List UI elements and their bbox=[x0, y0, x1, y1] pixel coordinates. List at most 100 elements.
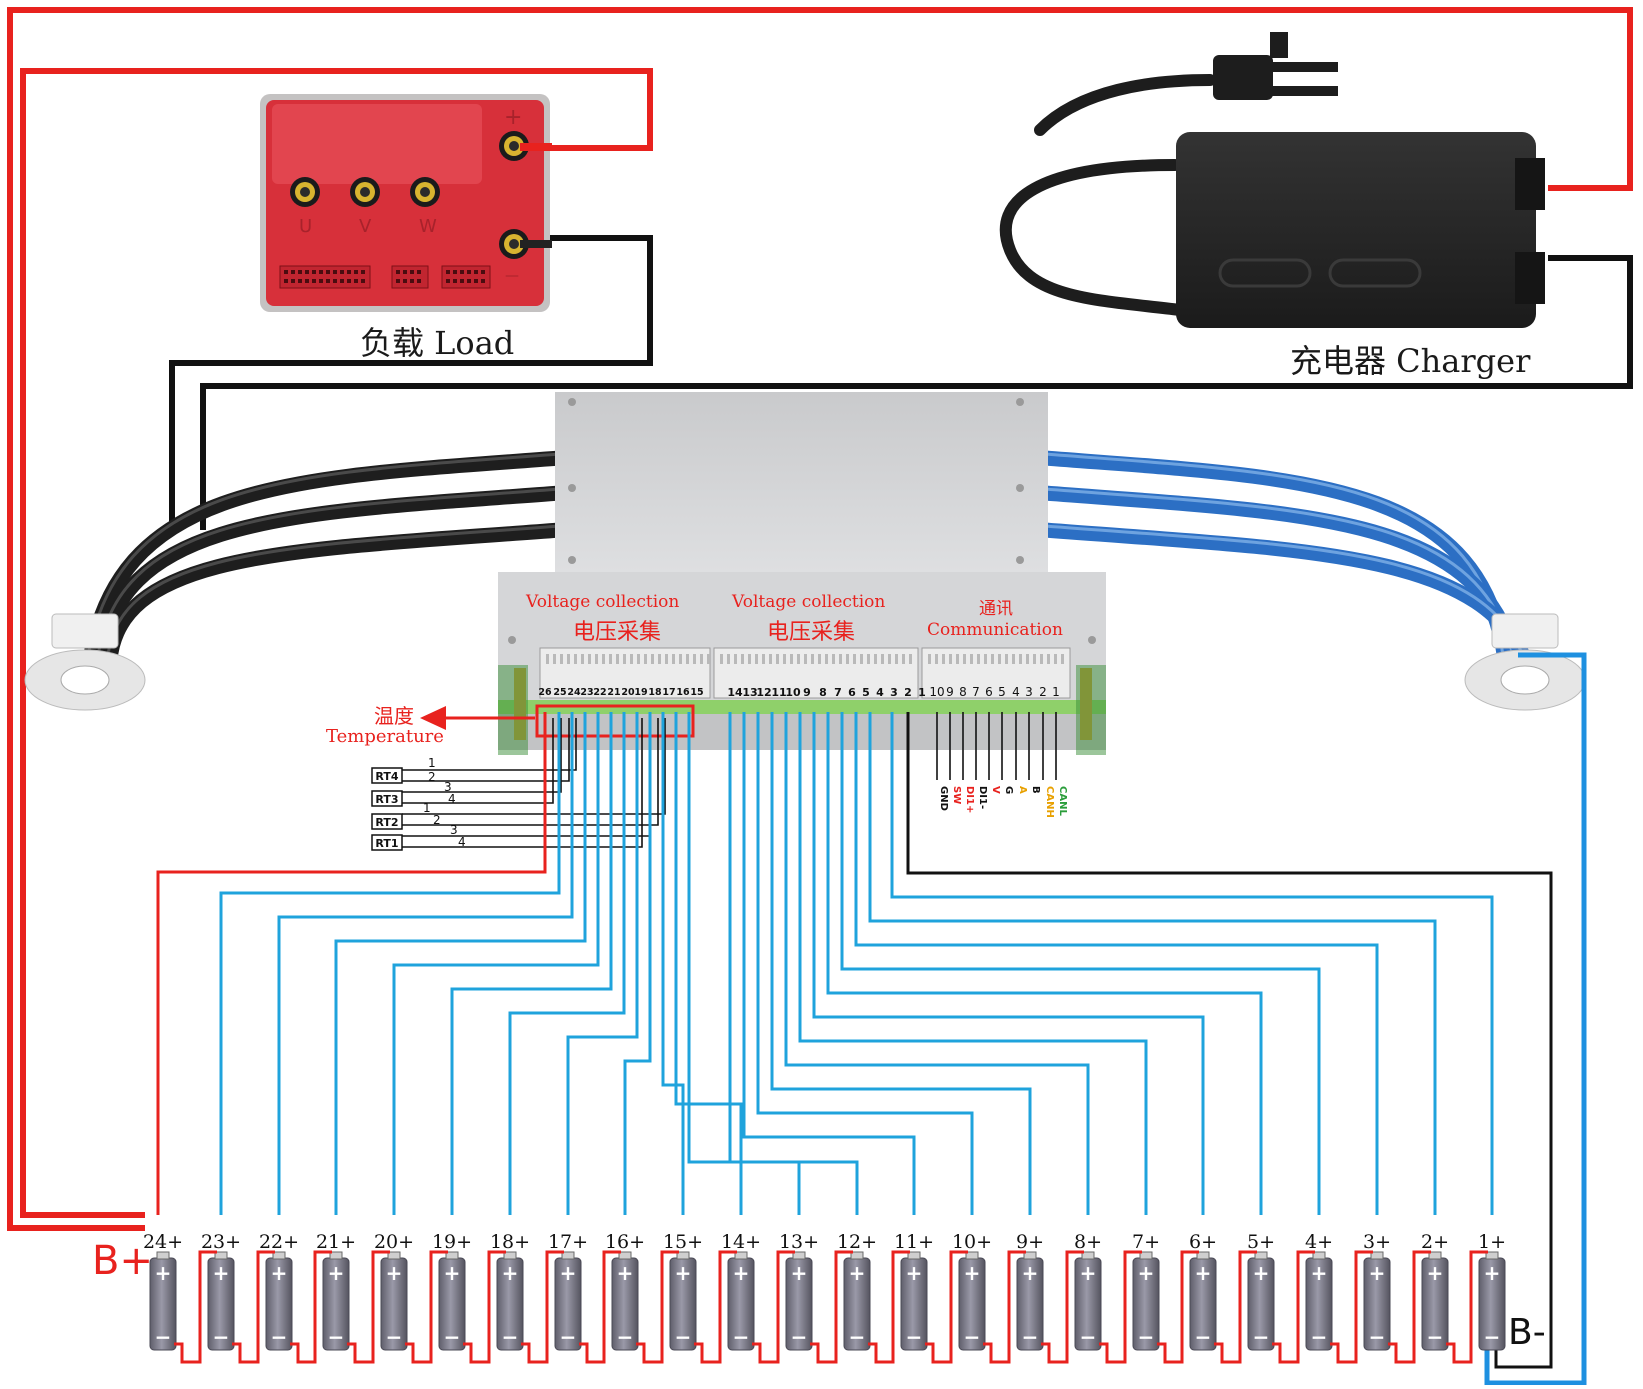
cell-label-1+: 1+ bbox=[1478, 1231, 1506, 1253]
socket-hole bbox=[509, 239, 519, 249]
cell-minus-symbol: − bbox=[328, 1325, 345, 1349]
series-link-wire bbox=[1041, 1250, 1084, 1364]
cell-terminal bbox=[965, 1251, 979, 1260]
header-pin bbox=[446, 270, 450, 274]
cell-terminal bbox=[214, 1251, 228, 1260]
cell-minus-symbol: − bbox=[1253, 1325, 1270, 1349]
cell-terminal bbox=[387, 1251, 401, 1260]
series-link-wire bbox=[290, 1250, 332, 1364]
cell-plus-symbol: + bbox=[1427, 1261, 1444, 1285]
load-caption: 负载 Load bbox=[360, 324, 515, 362]
cell-label-16+: 16+ bbox=[605, 1231, 645, 1253]
connector-pin bbox=[1033, 654, 1036, 664]
cell-minus-symbol: − bbox=[1311, 1325, 1328, 1349]
series-link-wire bbox=[694, 1250, 737, 1364]
b-plus-label: B+ bbox=[92, 1238, 153, 1284]
cell-terminal bbox=[561, 1251, 575, 1260]
comm-signal-label-gnd: GND bbox=[938, 786, 949, 811]
sense-wire-14+ bbox=[674, 712, 743, 1215]
socket-hole bbox=[509, 141, 519, 151]
cell-plus-symbol: + bbox=[964, 1261, 981, 1285]
header-pin bbox=[284, 279, 288, 283]
pin-label: 5 bbox=[862, 686, 870, 699]
connector-pin bbox=[839, 654, 842, 664]
screw-icon bbox=[568, 556, 576, 564]
rt-pin-number: 1 bbox=[428, 756, 436, 770]
header-pin bbox=[460, 279, 464, 283]
comm-signal-label-canh: CANH bbox=[1044, 786, 1055, 818]
load-header-connector bbox=[391, 265, 429, 289]
cell-minus-symbol: − bbox=[617, 1325, 634, 1349]
pin-label: 1 bbox=[1052, 685, 1060, 699]
header-pin bbox=[481, 279, 485, 283]
sense-wire-21+ bbox=[334, 712, 587, 1215]
connector-pin bbox=[720, 654, 723, 664]
header-pin bbox=[410, 279, 414, 283]
header-pin bbox=[340, 270, 344, 274]
connector-pin bbox=[755, 654, 758, 664]
sense-wire-1+ bbox=[890, 712, 1494, 1215]
cell-plus-symbol: + bbox=[1484, 1261, 1501, 1285]
pin-label: 3 bbox=[1025, 685, 1033, 699]
connector-pin bbox=[665, 654, 668, 664]
cell-plus-symbol: + bbox=[386, 1261, 403, 1285]
sense-wire-3+ bbox=[854, 712, 1379, 1215]
connector-pin bbox=[748, 654, 751, 664]
connector-pin bbox=[727, 654, 730, 664]
header-pin bbox=[481, 270, 485, 274]
connector-pin bbox=[769, 654, 772, 664]
series-link-wire bbox=[925, 1250, 968, 1364]
series-link-wire bbox=[983, 1250, 1026, 1364]
connector-pin bbox=[949, 654, 952, 664]
series-link-wire bbox=[1446, 1250, 1488, 1364]
connector-pin bbox=[1019, 654, 1022, 664]
temperature-zh: 温度 bbox=[374, 704, 414, 728]
bms-screws bbox=[508, 398, 1096, 644]
cell-plus-symbol: + bbox=[155, 1261, 172, 1285]
pin-label: 23 bbox=[580, 687, 593, 698]
sense-wire-18+ bbox=[508, 712, 626, 1215]
cell-minus-symbol: − bbox=[791, 1325, 808, 1349]
connector-pin bbox=[790, 654, 793, 664]
sense-wire-10+ bbox=[756, 712, 974, 1215]
cell-terminal bbox=[329, 1251, 343, 1260]
connector-pin bbox=[797, 654, 800, 664]
pin-label: 9 bbox=[803, 686, 811, 699]
rt-pin-number: 2 bbox=[433, 813, 441, 827]
temperature-en: Temperature bbox=[326, 726, 444, 747]
rt-sensor-box bbox=[371, 790, 403, 807]
rt-pin-number: 4 bbox=[448, 792, 456, 806]
voltage-sense-wires bbox=[156, 712, 1494, 1215]
load-header-connector bbox=[279, 265, 371, 289]
voltage-collection-left-zh: 电压采集 bbox=[573, 620, 662, 645]
connector-pin bbox=[644, 654, 647, 664]
cell-minus-symbol: − bbox=[155, 1325, 172, 1349]
connector-pin bbox=[998, 654, 1001, 664]
connector-pin bbox=[616, 654, 619, 664]
connector-pin bbox=[658, 654, 661, 664]
connector-pin bbox=[1054, 654, 1057, 664]
cell-minus-symbol: − bbox=[1022, 1325, 1039, 1349]
series-link-wire bbox=[174, 1250, 217, 1364]
cell-label-2+: 2+ bbox=[1421, 1231, 1449, 1253]
connector-pin bbox=[762, 654, 765, 664]
load-minus-symbol: — bbox=[505, 268, 519, 284]
header-pin bbox=[333, 270, 337, 274]
cell-plus-symbol: + bbox=[1195, 1261, 1212, 1285]
connector-pin bbox=[956, 654, 959, 664]
rt-wire bbox=[402, 718, 554, 804]
series-link-wire bbox=[1157, 1250, 1199, 1364]
header-pin bbox=[312, 279, 316, 283]
header-pin bbox=[403, 279, 407, 283]
connector-pin bbox=[700, 654, 703, 664]
rt-sensor-label: RT2 bbox=[375, 816, 398, 829]
connector-pin bbox=[546, 654, 549, 664]
connector-pin bbox=[991, 654, 994, 664]
rt-sensor-label: RT3 bbox=[375, 793, 398, 806]
screw-icon bbox=[1088, 636, 1096, 644]
connector-pin bbox=[734, 654, 737, 664]
sense-wire-2+ bbox=[868, 712, 1437, 1215]
pin-label: 2 bbox=[1039, 685, 1047, 699]
cell-minus-symbol: − bbox=[1080, 1325, 1097, 1349]
battery-pack: 24++−23++−22++−21++−20++−19++−18++−17++−… bbox=[143, 1231, 1506, 1364]
